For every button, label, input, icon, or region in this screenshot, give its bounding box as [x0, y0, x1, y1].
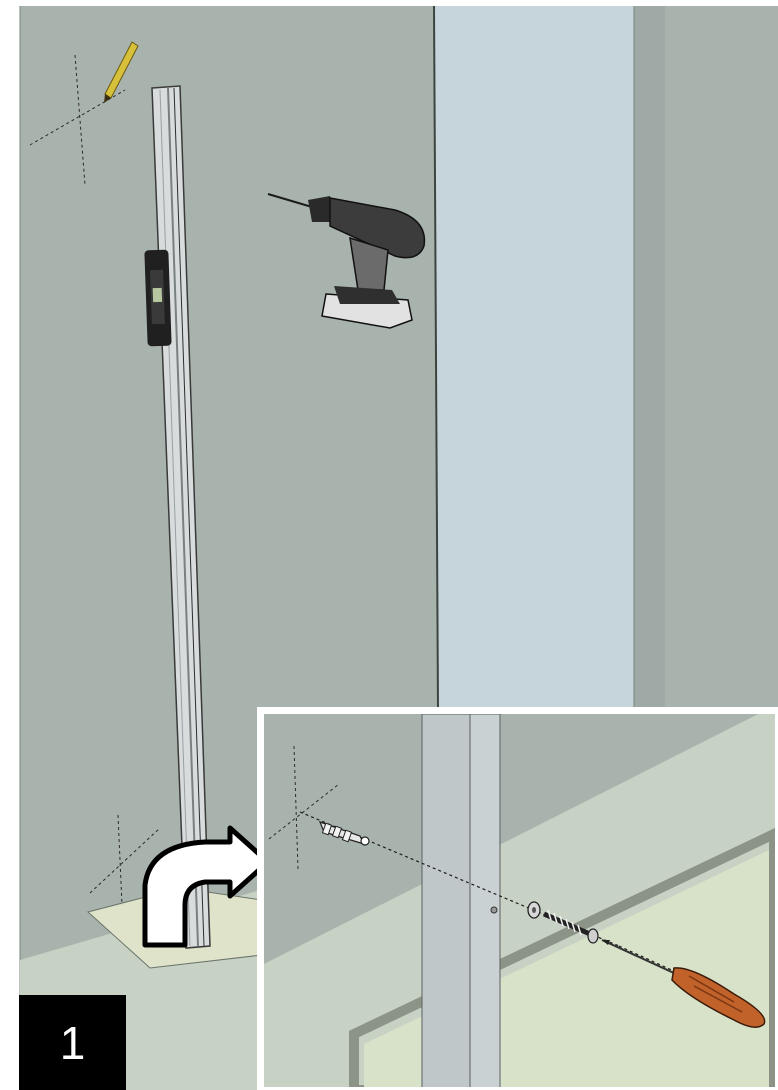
step-number-badge: 1 [19, 995, 126, 1090]
detail-inset [260, 704, 778, 1090]
washer-icon [528, 902, 540, 918]
step-number: 1 [60, 1016, 86, 1070]
inset-column-front [422, 714, 470, 1090]
right-wall [665, 6, 778, 710]
inset-column-side [470, 714, 500, 1090]
level-icon [144, 250, 171, 347]
column-front-face [434, 6, 634, 710]
left-wall-edge [0, 0, 20, 1090]
column-side-face [634, 6, 665, 710]
